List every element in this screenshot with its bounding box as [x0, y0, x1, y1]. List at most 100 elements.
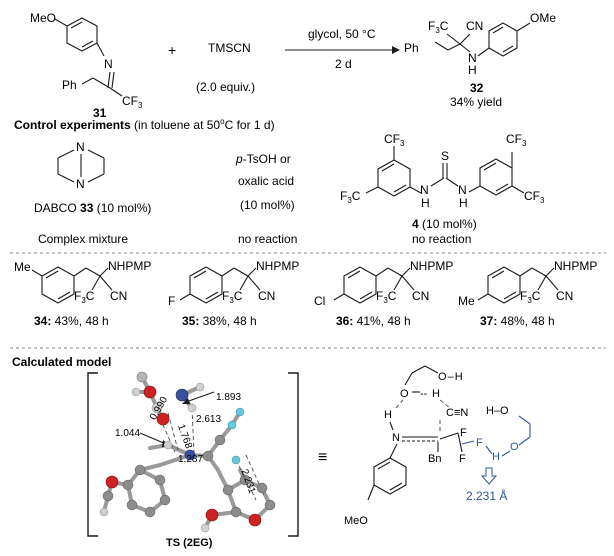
thiourea-f3c-left: F3C [340, 189, 361, 205]
schem-f-bottom: F [459, 453, 466, 465]
thiourea-sulfur: S [441, 149, 449, 163]
product-cn: CN [412, 289, 429, 303]
thiourea-right-ring [479, 158, 513, 196]
schem-glycol-top-oh: O–H [438, 371, 463, 383]
condition-bottom: 2 d [335, 57, 352, 71]
product-label: 37: 48%, 48 h [480, 314, 555, 328]
imine-nitrogen-label: N [104, 57, 113, 71]
equivalence-symbol: ≡ [318, 449, 327, 466]
product-substituent: Me [14, 260, 31, 274]
product-nhpmp: NHPMP [410, 259, 453, 273]
ts-label: TS (2EG) [166, 537, 213, 549]
product-substituent: F [168, 294, 175, 308]
product-yield: 34% yield [450, 95, 502, 109]
thiourea-result: no reaction [412, 232, 471, 246]
product-nhpmp: NHPMP [554, 259, 597, 273]
product-cn: CN [110, 289, 127, 303]
acid-result: no reaction [238, 232, 297, 246]
product-f3c: F3C [222, 289, 243, 305]
schem-meo: MeO [344, 515, 368, 527]
reagent-tmscn: TMSCN (2.0 equiv.) [196, 41, 255, 94]
product-ring [487, 266, 521, 304]
schem-n: N [392, 432, 400, 444]
plus-sign: + [168, 42, 176, 58]
schem-down-arrow [480, 467, 498, 485]
imine-methoxy-label: MeO [30, 11, 56, 25]
product-aryl-ring [488, 22, 518, 57]
schem-cn: C≡N [446, 407, 468, 419]
product-nh-n: N [468, 51, 477, 65]
schem-ho-right: H–O [486, 405, 509, 417]
thiourea-label: 4 (10 mol%) [412, 217, 477, 231]
imine-cf3-label: CF3 [122, 94, 143, 110]
product-f3c: F3C [520, 289, 541, 305]
acid-line-3: (10 mol%) [240, 198, 295, 212]
product-methoxy-label: OMe [530, 11, 556, 25]
product-nh-h: H [468, 63, 477, 77]
thiourea-cf3-right: CF3 [524, 189, 545, 205]
model-heading: Calculated model [12, 355, 111, 369]
distance-2613: 2.613 [196, 414, 221, 425]
schem-f-blue: F [476, 437, 483, 449]
imine-aryl-ring [66, 17, 98, 52]
imine-compound-id: 31 [93, 106, 107, 120]
schem-h-top: H [432, 388, 440, 400]
product-f3c-label: F3C [428, 19, 449, 35]
schem-h-blue: H [492, 451, 500, 463]
dabco-result: Complex mixture [38, 232, 128, 246]
product-cn: CN [258, 289, 275, 303]
thiourea-4: CF3 F3C N H S N H CF3 CF3 4 (10 mol%) no… [340, 132, 545, 246]
product-ring [41, 266, 75, 304]
atom-spheres [99, 371, 276, 533]
schem-glycol-o-left: O [400, 388, 409, 400]
acid-line-1: p-TsOH or [235, 152, 291, 166]
dabco-33: N N DABCO 33 (10 mol%) Complex mixture [34, 140, 151, 246]
thiourea-left-ring [377, 159, 411, 197]
thiourea-cf3-right-top: CF3 [506, 132, 527, 148]
distance-1287: 1.287 [178, 454, 203, 465]
product-32: F3C CN Ph N H OMe 32 34% yield [404, 11, 556, 109]
dabco-bottom-n: N [76, 177, 85, 191]
product-label: 34: 43%, 48 h [34, 314, 109, 328]
schem-o-blue: O [510, 441, 519, 453]
reagent-equiv: (2.0 equiv.) [196, 80, 255, 94]
product-ring [189, 266, 223, 304]
product-phenyl-label: Ph [404, 41, 419, 55]
thiourea-n-left: N [420, 183, 429, 197]
product-nhpmp: NHPMP [108, 259, 151, 273]
dabco-label: DABCO 33 (10 mol%) [34, 201, 151, 215]
control-heading: Control experiments (in toluene at 50oC … [14, 117, 275, 132]
thiourea-n-right: N [458, 183, 467, 197]
product-f3c: F3C [74, 289, 95, 305]
dabco-top-n: N [76, 140, 85, 154]
product-substituent: Me [458, 294, 475, 308]
product-cn: CN [556, 289, 573, 303]
product-label: 36: 41%, 48 h [336, 314, 411, 328]
ts-schematic: O–H O -- H H N C≡N F F F H O H–O Bn 2.2 [344, 365, 531, 527]
distance-1893: 1.893 [216, 392, 241, 403]
product-substituent: Cl [314, 294, 325, 308]
schem-pmp-ring [373, 457, 407, 495]
product-f3c: F3C [376, 289, 397, 305]
product-ring [343, 266, 377, 304]
schem-h-left: H [384, 409, 392, 421]
reaction-arrow: glycol, 50 °C 2 d [285, 27, 400, 71]
schem-distance: 2.231 Å [466, 488, 507, 503]
product-compound-id: 32 [470, 81, 484, 95]
schem-f-top: F [460, 427, 467, 439]
schem-o-h-dash: -- [420, 388, 428, 400]
product-cn-label: CN [466, 19, 483, 33]
schem-bn: Bn [428, 453, 441, 465]
acid-catalysts: p-TsOH or oxalic acid (10 mol%) no react… [235, 152, 297, 246]
product-label: 35: 38%, 48 h [182, 314, 257, 328]
left-bracket [87, 372, 98, 537]
thiourea-cf3-left-top: CF3 [384, 132, 405, 148]
imine-31: MeO N Ph CF3 31 [30, 11, 143, 120]
right-bracket [288, 372, 299, 537]
